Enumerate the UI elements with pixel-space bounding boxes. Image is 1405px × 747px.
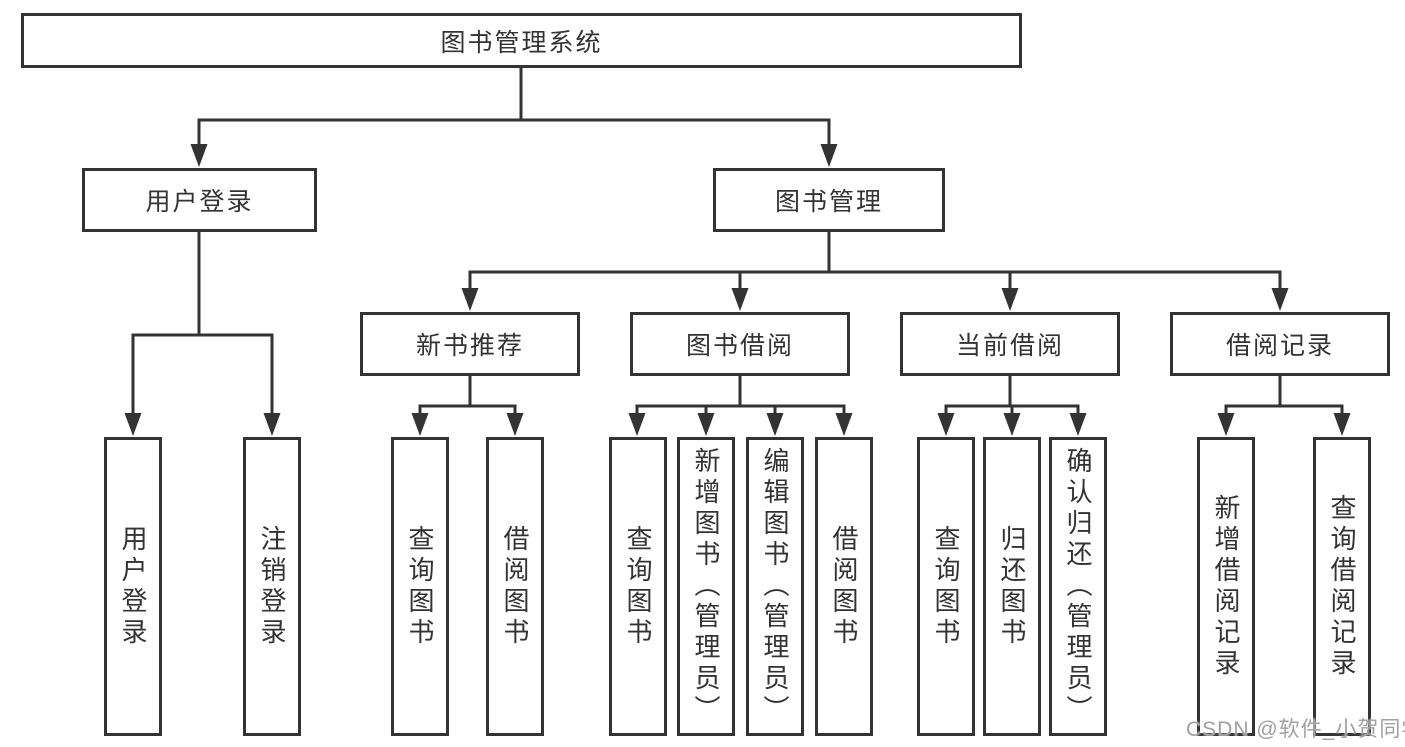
leaf-user-login: 用户登录	[104, 437, 162, 736]
leaf-borrow-books-recommend: 借阅图书	[486, 437, 544, 736]
leaf-confirm-return-admin: 确认归还（管理员）	[1049, 437, 1107, 736]
leaf-add-book-admin: 新增图书（管理员）	[677, 437, 735, 736]
connector-user-login-children	[124, 232, 281, 436]
arrowhead-down-icon	[1001, 288, 1019, 311]
arrowhead-down-icon	[731, 288, 749, 311]
arrowhead-down-icon	[1069, 413, 1087, 436]
leaf-query-books-current: 查询图书	[917, 437, 975, 736]
arrowhead-down-icon	[1217, 413, 1235, 436]
connector-book-borrow-children	[628, 376, 853, 436]
csdn-watermark: CSDN @软件_小贺同学	[1186, 718, 1405, 741]
arrowhead-down-icon	[1333, 413, 1351, 436]
leaf-add-borrow-record: 新增借阅记录	[1197, 437, 1255, 736]
leaf-borrow-books: 借阅图书	[815, 437, 873, 736]
arrowhead-down-icon	[124, 413, 142, 436]
arrowhead-down-icon	[1271, 288, 1289, 311]
node-new-book-recommend: 新书推荐	[360, 312, 580, 376]
arrowhead-down-icon	[263, 413, 281, 436]
leaf-query-borrow-record: 查询借阅记录	[1313, 437, 1371, 736]
connector-book-mgmt-split	[461, 232, 1289, 311]
arrowhead-down-icon	[461, 288, 479, 311]
node-user-login: 用户登录	[82, 168, 317, 232]
node-book-management: 图书管理	[713, 168, 945, 232]
connector-new-book-children	[411, 376, 524, 436]
arrowhead-down-icon	[1003, 413, 1021, 436]
connector-current-borrow-children	[937, 376, 1087, 436]
leaf-query-books-borrow: 查询图书	[609, 437, 667, 736]
leaf-return-book: 归还图书	[983, 437, 1041, 736]
node-book-borrow: 图书借阅	[630, 312, 850, 376]
arrowhead-down-icon	[835, 413, 853, 436]
arrowhead-down-icon	[820, 144, 838, 167]
arrowhead-down-icon	[411, 413, 429, 436]
arrowhead-down-icon	[506, 413, 524, 436]
leaf-logout: 注销登录	[243, 437, 301, 736]
arrowhead-down-icon	[190, 144, 208, 167]
arrowhead-down-icon	[937, 413, 955, 436]
connector-root-split	[190, 68, 838, 167]
node-library-system: 图书管理系统	[21, 13, 1022, 68]
arrowhead-down-icon	[697, 413, 715, 436]
leaf-edit-book-admin: 编辑图书（管理员）	[746, 437, 804, 736]
node-borrow-records: 借阅记录	[1170, 312, 1390, 376]
connector-borrow-records-children	[1217, 376, 1351, 436]
leaf-query-books-recommend: 查询图书	[391, 437, 449, 736]
node-current-borrow: 当前借阅	[900, 312, 1120, 376]
arrowhead-down-icon	[628, 413, 646, 436]
arrowhead-down-icon	[766, 413, 784, 436]
